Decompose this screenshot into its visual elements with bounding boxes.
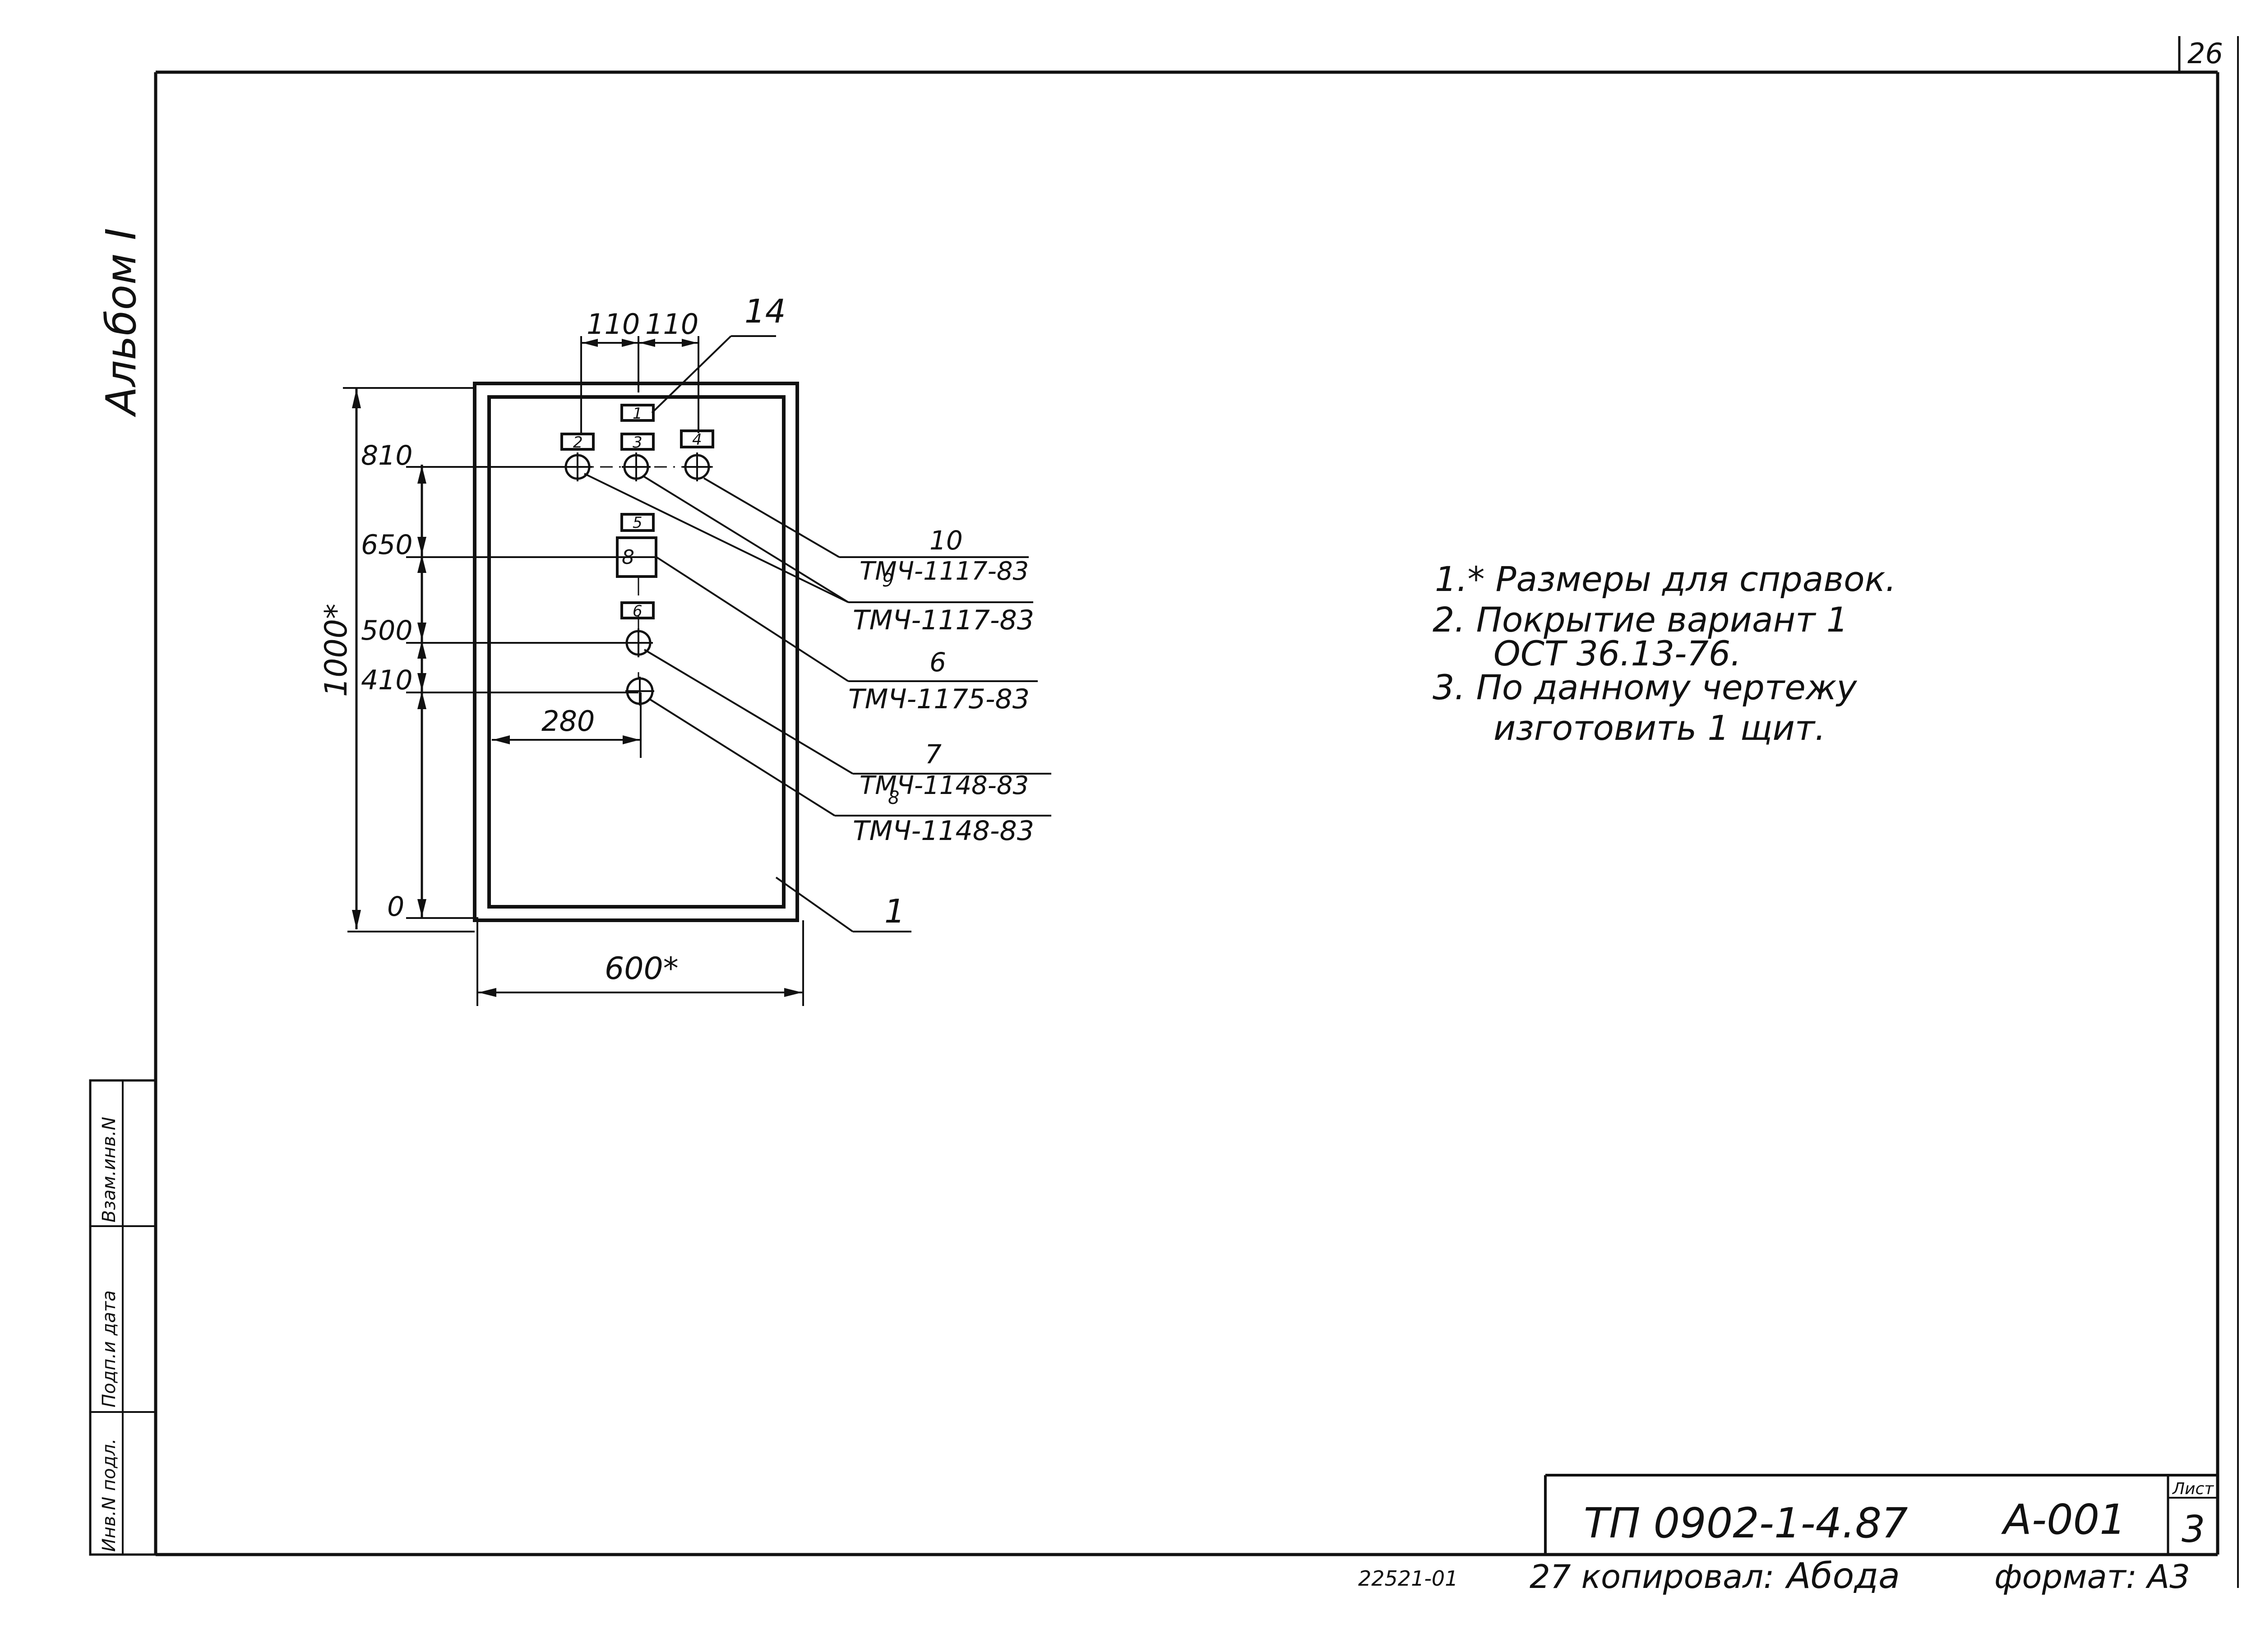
side-stamp [89, 1079, 157, 1556]
dim-level-810: 810 [361, 440, 413, 471]
note-3-cont: изготовить 1 щит. [1493, 708, 1826, 748]
dim-width-total: 600* [605, 951, 679, 987]
dim-level-650: 650 [361, 529, 413, 561]
stamp-podp-data: Подп.и дата [99, 1290, 120, 1407]
marker-label-5: 5 [633, 514, 643, 532]
sheet-number-top: 26 [2187, 37, 2223, 70]
dim-top-110-left: 110 [587, 308, 640, 341]
marker-box-4 [680, 429, 714, 448]
callout-10-code: ТМЧ-1117-83 [860, 557, 1029, 586]
marker-label-6: 6 [633, 602, 643, 620]
note-2: 2. Покрытие вариант 1 [1433, 600, 1848, 640]
callout-7-code: ТМЧ-1148-83 [860, 771, 1029, 800]
callout-10-sub: 9 [882, 570, 893, 591]
marker-label-1: 1 [633, 405, 643, 423]
dim-level-410: 410 [361, 664, 413, 696]
note-1: 1.* Размеры для справок. [1435, 559, 1896, 599]
title-block [1544, 1474, 2218, 1555]
panel-outer [473, 382, 799, 922]
title-sheet-code: А-001 [2001, 1495, 2126, 1544]
device-label-8: 8 [622, 546, 634, 569]
panel-inner [487, 395, 786, 909]
dim-height-total: 1000* [319, 604, 354, 697]
sheet-frame [154, 36, 2239, 1588]
title-list-label: Лист [2172, 1480, 2214, 1498]
dim-level-500: 500 [361, 615, 413, 646]
panel-drawing [343, 335, 1051, 1006]
callout-8-code: ТМЧ-1148-83 [853, 815, 1034, 847]
marker-label-4: 4 [692, 431, 702, 449]
album-label: Альбом I [97, 228, 145, 417]
callout-6-code: ТМЧ-1175-83 [848, 683, 1030, 715]
callout-1: 1 [884, 892, 905, 930]
marker-label-3: 3 [633, 434, 643, 452]
footer-format-label: формат: А3 [1994, 1558, 2190, 1596]
marker-box-6 [620, 601, 655, 619]
note-2-cont: ОСТ 36.13-76. [1493, 633, 1741, 674]
marker-label-2: 2 [573, 434, 583, 452]
title-doc-code: ТП 0902-1-4.87 [1584, 1499, 1908, 1547]
device-box-8 [616, 536, 657, 578]
marker-box-2 [560, 433, 595, 451]
lamp-symbol-top-center [622, 452, 651, 481]
stamp-inv-podl: Инв.N подл. [99, 1438, 120, 1552]
note-3: 3. По данному чертежу [1433, 667, 1857, 707]
title-list-number: 3 [2182, 1508, 2205, 1551]
dim-level-0: 0 [387, 891, 404, 923]
button-symbol-410 [625, 677, 654, 706]
marker-box-1 [620, 404, 655, 422]
callout-14: 14 [744, 292, 786, 330]
button-symbol-500 [624, 628, 653, 657]
callout-7-sub: 8 [888, 788, 899, 808]
callout-6-number: 6 [929, 647, 946, 678]
dim-offset-280: 280 [541, 705, 595, 738]
marker-box-5 [620, 513, 655, 532]
callout-9-code: ТМЧ-1117-83 [853, 605, 1034, 636]
footer-order-number: 22521-01 [1358, 1566, 1458, 1591]
lamp-symbol-top-left [563, 452, 592, 481]
callout-7-number: 7 [925, 739, 942, 770]
footer-copy-signature: Абода [1784, 1556, 1900, 1597]
callout-10-number: 10 [929, 525, 963, 556]
footer-copy-label: 27 копировал: [1530, 1558, 1775, 1596]
stamp-vzam-inv: Взам.инв.N [99, 1117, 120, 1223]
dim-top-110-right: 110 [645, 308, 698, 341]
lamp-symbol-top-right [683, 452, 712, 481]
marker-box-3 [620, 433, 655, 451]
